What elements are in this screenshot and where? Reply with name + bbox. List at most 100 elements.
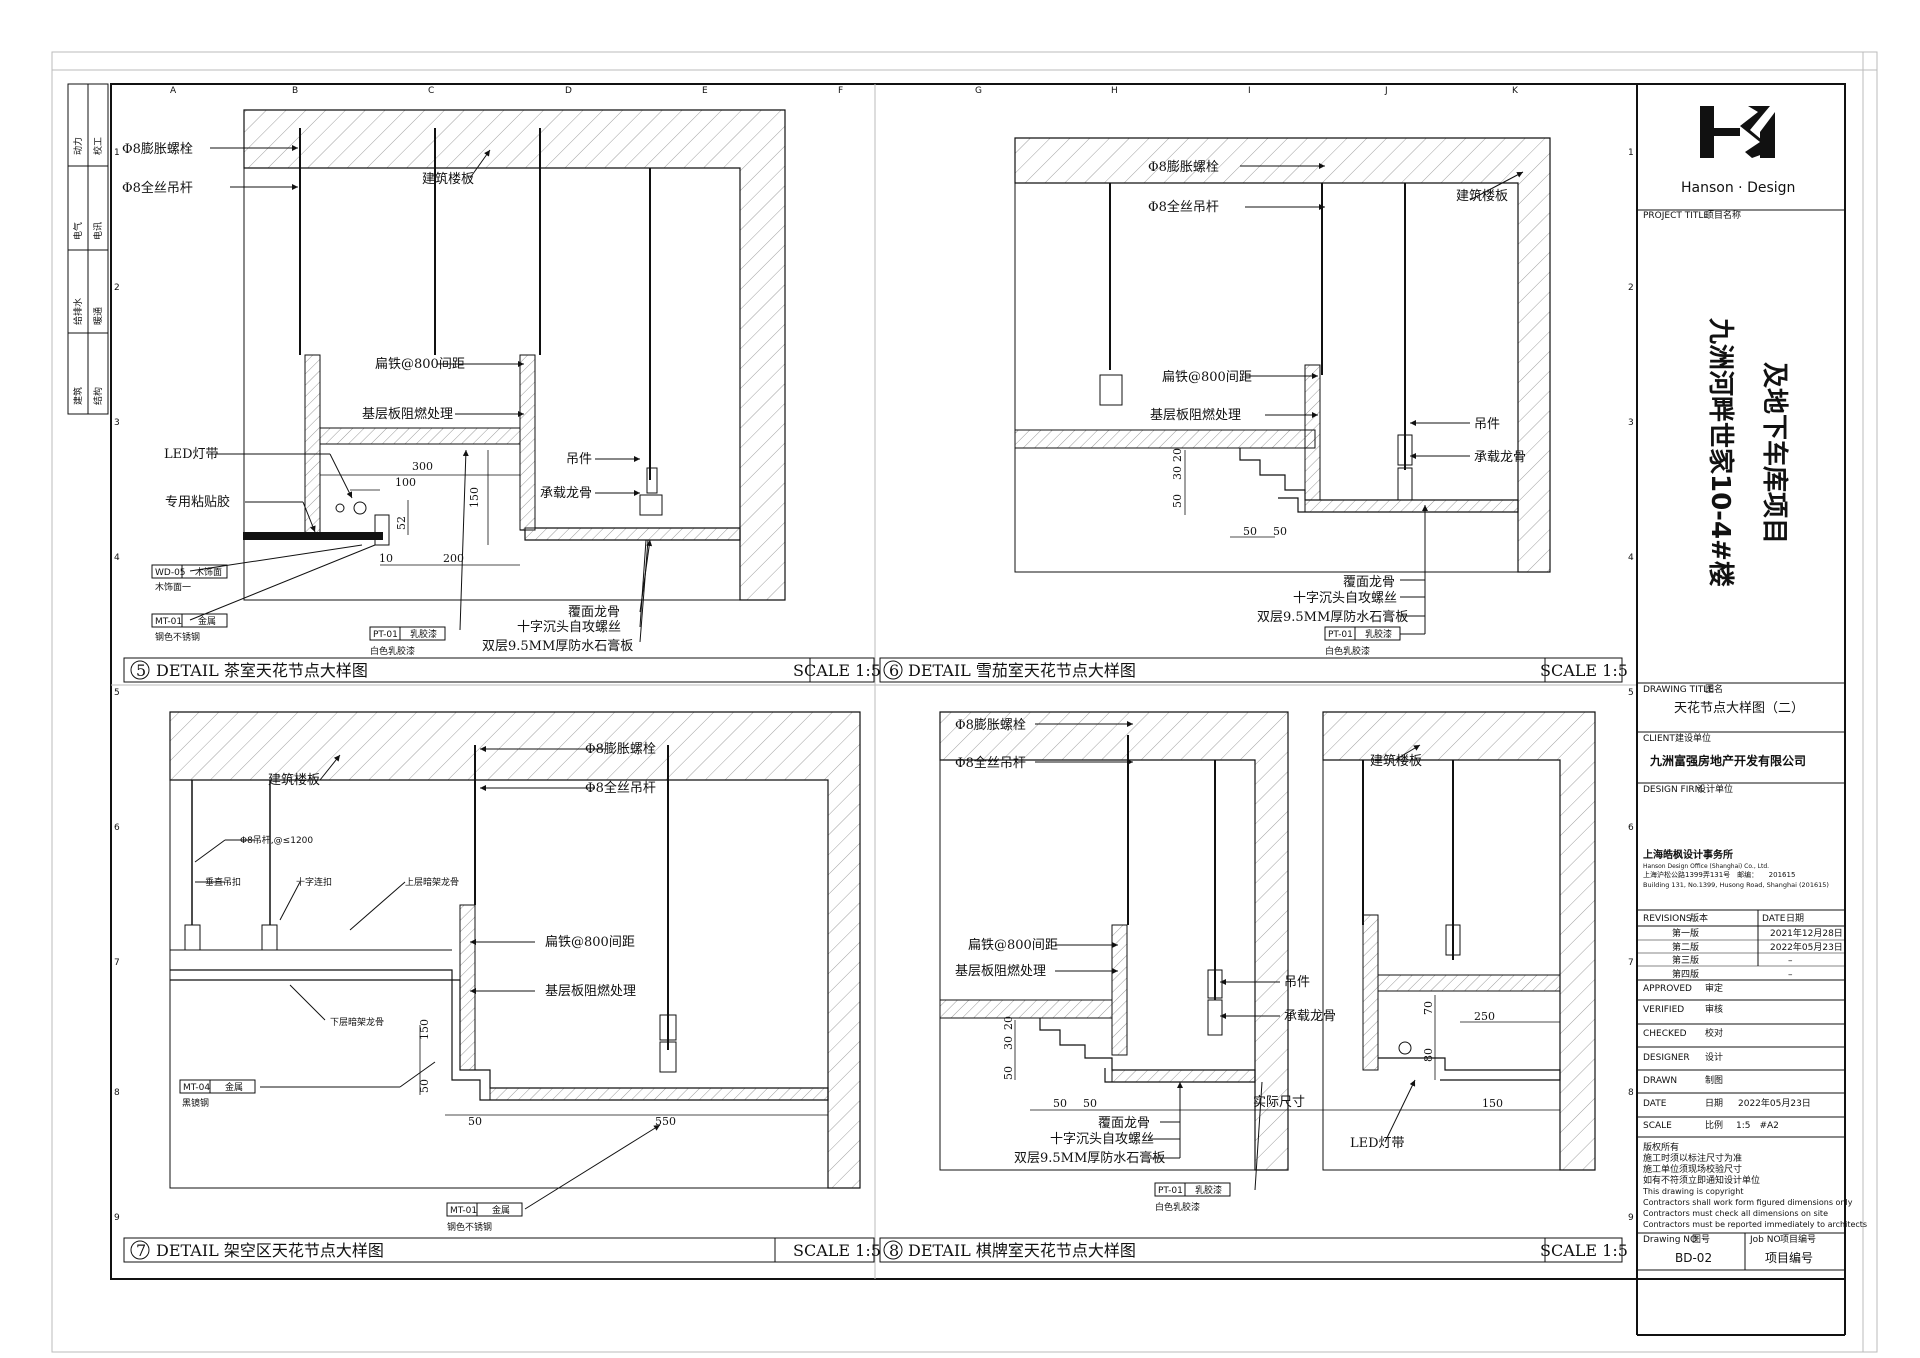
material-sub: 钢色不锈钢 bbox=[447, 1221, 492, 1233]
grid-row-right: 5 bbox=[1628, 688, 1634, 698]
note-line: 施工单位须现场校验尺寸 bbox=[1643, 1163, 1742, 1175]
grid-col: H bbox=[1111, 86, 1118, 96]
material-name: 金属 bbox=[198, 615, 216, 627]
timber-base-board bbox=[319, 427, 521, 445]
label-led: LED灯带 bbox=[1350, 1136, 1405, 1151]
checked-label: CHECKED bbox=[1643, 1029, 1687, 1039]
client-label: CLIENT bbox=[1643, 734, 1675, 744]
dim: 10 bbox=[379, 552, 393, 565]
label-actual: 实际尺寸 bbox=[1253, 1095, 1305, 1110]
label-gypsum: 双层9.5MM厚防水石膏板 bbox=[482, 638, 633, 654]
grid-col: F bbox=[838, 86, 843, 96]
side-strip-cell: 电讯 bbox=[92, 222, 104, 240]
grid-col: J bbox=[1384, 86, 1388, 96]
note-line: Contractors shall work form figured dime… bbox=[1643, 1198, 1853, 1207]
drawn-cn: 制图 bbox=[1705, 1074, 1723, 1086]
date2-label: DATE bbox=[1643, 1099, 1667, 1109]
label-keel: 承载龙骨 bbox=[1284, 1009, 1336, 1024]
drawn-label: DRAWN bbox=[1643, 1076, 1677, 1086]
revision-date: – bbox=[1788, 956, 1793, 966]
label-bolt: Φ8膨胀螺栓 bbox=[955, 718, 1026, 733]
label-fireproof: 基层板阻燃处理 bbox=[955, 963, 1046, 979]
side-strip-cell: 校工 bbox=[92, 137, 104, 155]
led-strip bbox=[1398, 1041, 1412, 1055]
drawing-title-label: DRAWING TITLE bbox=[1643, 685, 1714, 695]
material-name: 乳胶漆 bbox=[1195, 1184, 1222, 1196]
label-flat-iron: 扁铁@800间距 bbox=[968, 938, 1058, 953]
wood-finish bbox=[243, 532, 383, 540]
gypsum-board bbox=[1014, 429, 1316, 449]
label-flat-iron: 扁铁@800间距 bbox=[1162, 370, 1252, 385]
material-code: PT-01 bbox=[1158, 1186, 1183, 1196]
label-bolt: Φ8膨胀螺栓 bbox=[122, 142, 193, 157]
label-rod: Φ8全丝吊杆 bbox=[122, 180, 193, 196]
grid-column-labels: A B C D E F G H I J K bbox=[170, 86, 1519, 96]
label-rod: Φ8全丝吊杆 bbox=[585, 780, 656, 796]
grid-row-labels: 1 2 3 4 5 6 7 8 9 1 2 3 4 5 6 7 8 9 bbox=[114, 148, 1634, 1223]
firm-name-en: Hanson Design Office (Shanghai) Co., Ltd… bbox=[1643, 863, 1769, 870]
dim: 50 bbox=[468, 1115, 482, 1128]
design-firm-cn: 设计单位 bbox=[1697, 783, 1733, 795]
bearing-keel bbox=[1207, 999, 1223, 1036]
client-name: 九洲富强房地产开发有限公司 bbox=[1649, 753, 1806, 768]
project-title-label: PROJECT TITLE bbox=[1643, 211, 1709, 221]
dim: 70 bbox=[1422, 1001, 1435, 1015]
note-line: Contractors must be reported immediately… bbox=[1643, 1220, 1867, 1229]
grid-row-right: 6 bbox=[1628, 823, 1634, 833]
grid-row-left: 2 bbox=[114, 283, 120, 293]
label-keel: 承载龙骨 bbox=[1474, 450, 1526, 465]
material-sub: 白色乳胶漆 bbox=[370, 645, 415, 657]
project-name-line2: 及地下车库项目 bbox=[1759, 362, 1790, 544]
label-flat-iron: 扁铁@800间距 bbox=[545, 935, 635, 950]
hanger-fitting bbox=[646, 467, 658, 494]
side-strip: 动力 校工 电气 电讯 给排水 暖通 建筑 结构 bbox=[67, 83, 109, 415]
label-hanger: 吊件 bbox=[1474, 417, 1500, 432]
detail-5: Φ8膨胀螺栓 Φ8全丝吊杆 建筑楼板 扁铁@800间距 基层板阻燃处理 LED灯… bbox=[122, 109, 881, 683]
project-title-cn: 项目名称 bbox=[1705, 209, 1741, 221]
grid-col: C bbox=[428, 86, 434, 96]
material-sub: 钢色不锈钢 bbox=[155, 631, 200, 643]
firm-address-cn: 上海沪松公路1399弄131号 邮编： 201615 bbox=[1643, 870, 1795, 879]
dim: 200 bbox=[443, 552, 464, 565]
side-strip-cell: 动力 bbox=[72, 137, 84, 155]
revision-date: 2021年12月28日 bbox=[1770, 927, 1843, 939]
label-rod: Φ8全丝吊杆 bbox=[955, 755, 1026, 771]
grid-row-left: 9 bbox=[114, 1213, 120, 1223]
revisions-cn: 版本 bbox=[1690, 912, 1708, 924]
dim: 50 bbox=[1243, 525, 1257, 538]
note-line: This drawing is copyright bbox=[1642, 1187, 1743, 1196]
detail-title: DETAIL 架空区天花节点大样图 bbox=[156, 1241, 384, 1260]
label-slab: 建筑楼板 bbox=[268, 772, 320, 788]
revision-name: 第一版 bbox=[1672, 927, 1699, 939]
date-cn: 日期 bbox=[1786, 913, 1804, 924]
label-slab: 建筑楼板 bbox=[1456, 188, 1508, 204]
detail-scale: SCALE 1:5 bbox=[793, 661, 881, 680]
revision-name: 第二版 bbox=[1672, 941, 1699, 953]
label-rod-small: Φ8吊杆,@≤1200 bbox=[240, 834, 313, 846]
drawing-no: BD-02 bbox=[1675, 1251, 1712, 1265]
detail-number: 6 bbox=[889, 661, 899, 680]
scale-cn: 比例 bbox=[1705, 1119, 1723, 1131]
gypsum-board bbox=[1111, 1069, 1256, 1083]
detail-number: 7 bbox=[136, 1241, 146, 1260]
side-strip-cell: 结构 bbox=[92, 387, 104, 405]
dim: 550 bbox=[655, 1115, 676, 1128]
detail-title: DETAIL 茶室天花节点大样图 bbox=[156, 661, 368, 680]
grid-row-left: 5 bbox=[114, 688, 120, 698]
detail-8: Φ8膨胀螺栓 Φ8全丝吊杆 建筑楼板 扁铁@800间距 基层板阻燃处理 吊件 承… bbox=[879, 711, 1628, 1263]
label-flat-iron: 扁铁@800间距 bbox=[375, 357, 465, 372]
bearing-keel bbox=[1397, 467, 1413, 501]
label-cover-keel: 覆面龙骨 bbox=[568, 605, 620, 620]
drawing-title-cn: 图名 bbox=[1705, 683, 1723, 695]
hanger-fitting bbox=[1397, 434, 1413, 466]
label-fireproof: 基层板阻燃处理 bbox=[545, 983, 636, 999]
gypsum-board bbox=[489, 1087, 829, 1101]
material-code: MT-01 bbox=[450, 1206, 477, 1216]
grid-row-right: 9 bbox=[1628, 1213, 1634, 1223]
gypsum-board bbox=[524, 527, 741, 541]
detail-number: 5 bbox=[136, 661, 146, 680]
grid-col: B bbox=[292, 86, 298, 96]
label-cross: 十字连扣 bbox=[296, 876, 332, 888]
label-cover-keel: 覆面龙骨 bbox=[1098, 1116, 1150, 1131]
checked-cn: 校对 bbox=[1705, 1027, 1723, 1039]
